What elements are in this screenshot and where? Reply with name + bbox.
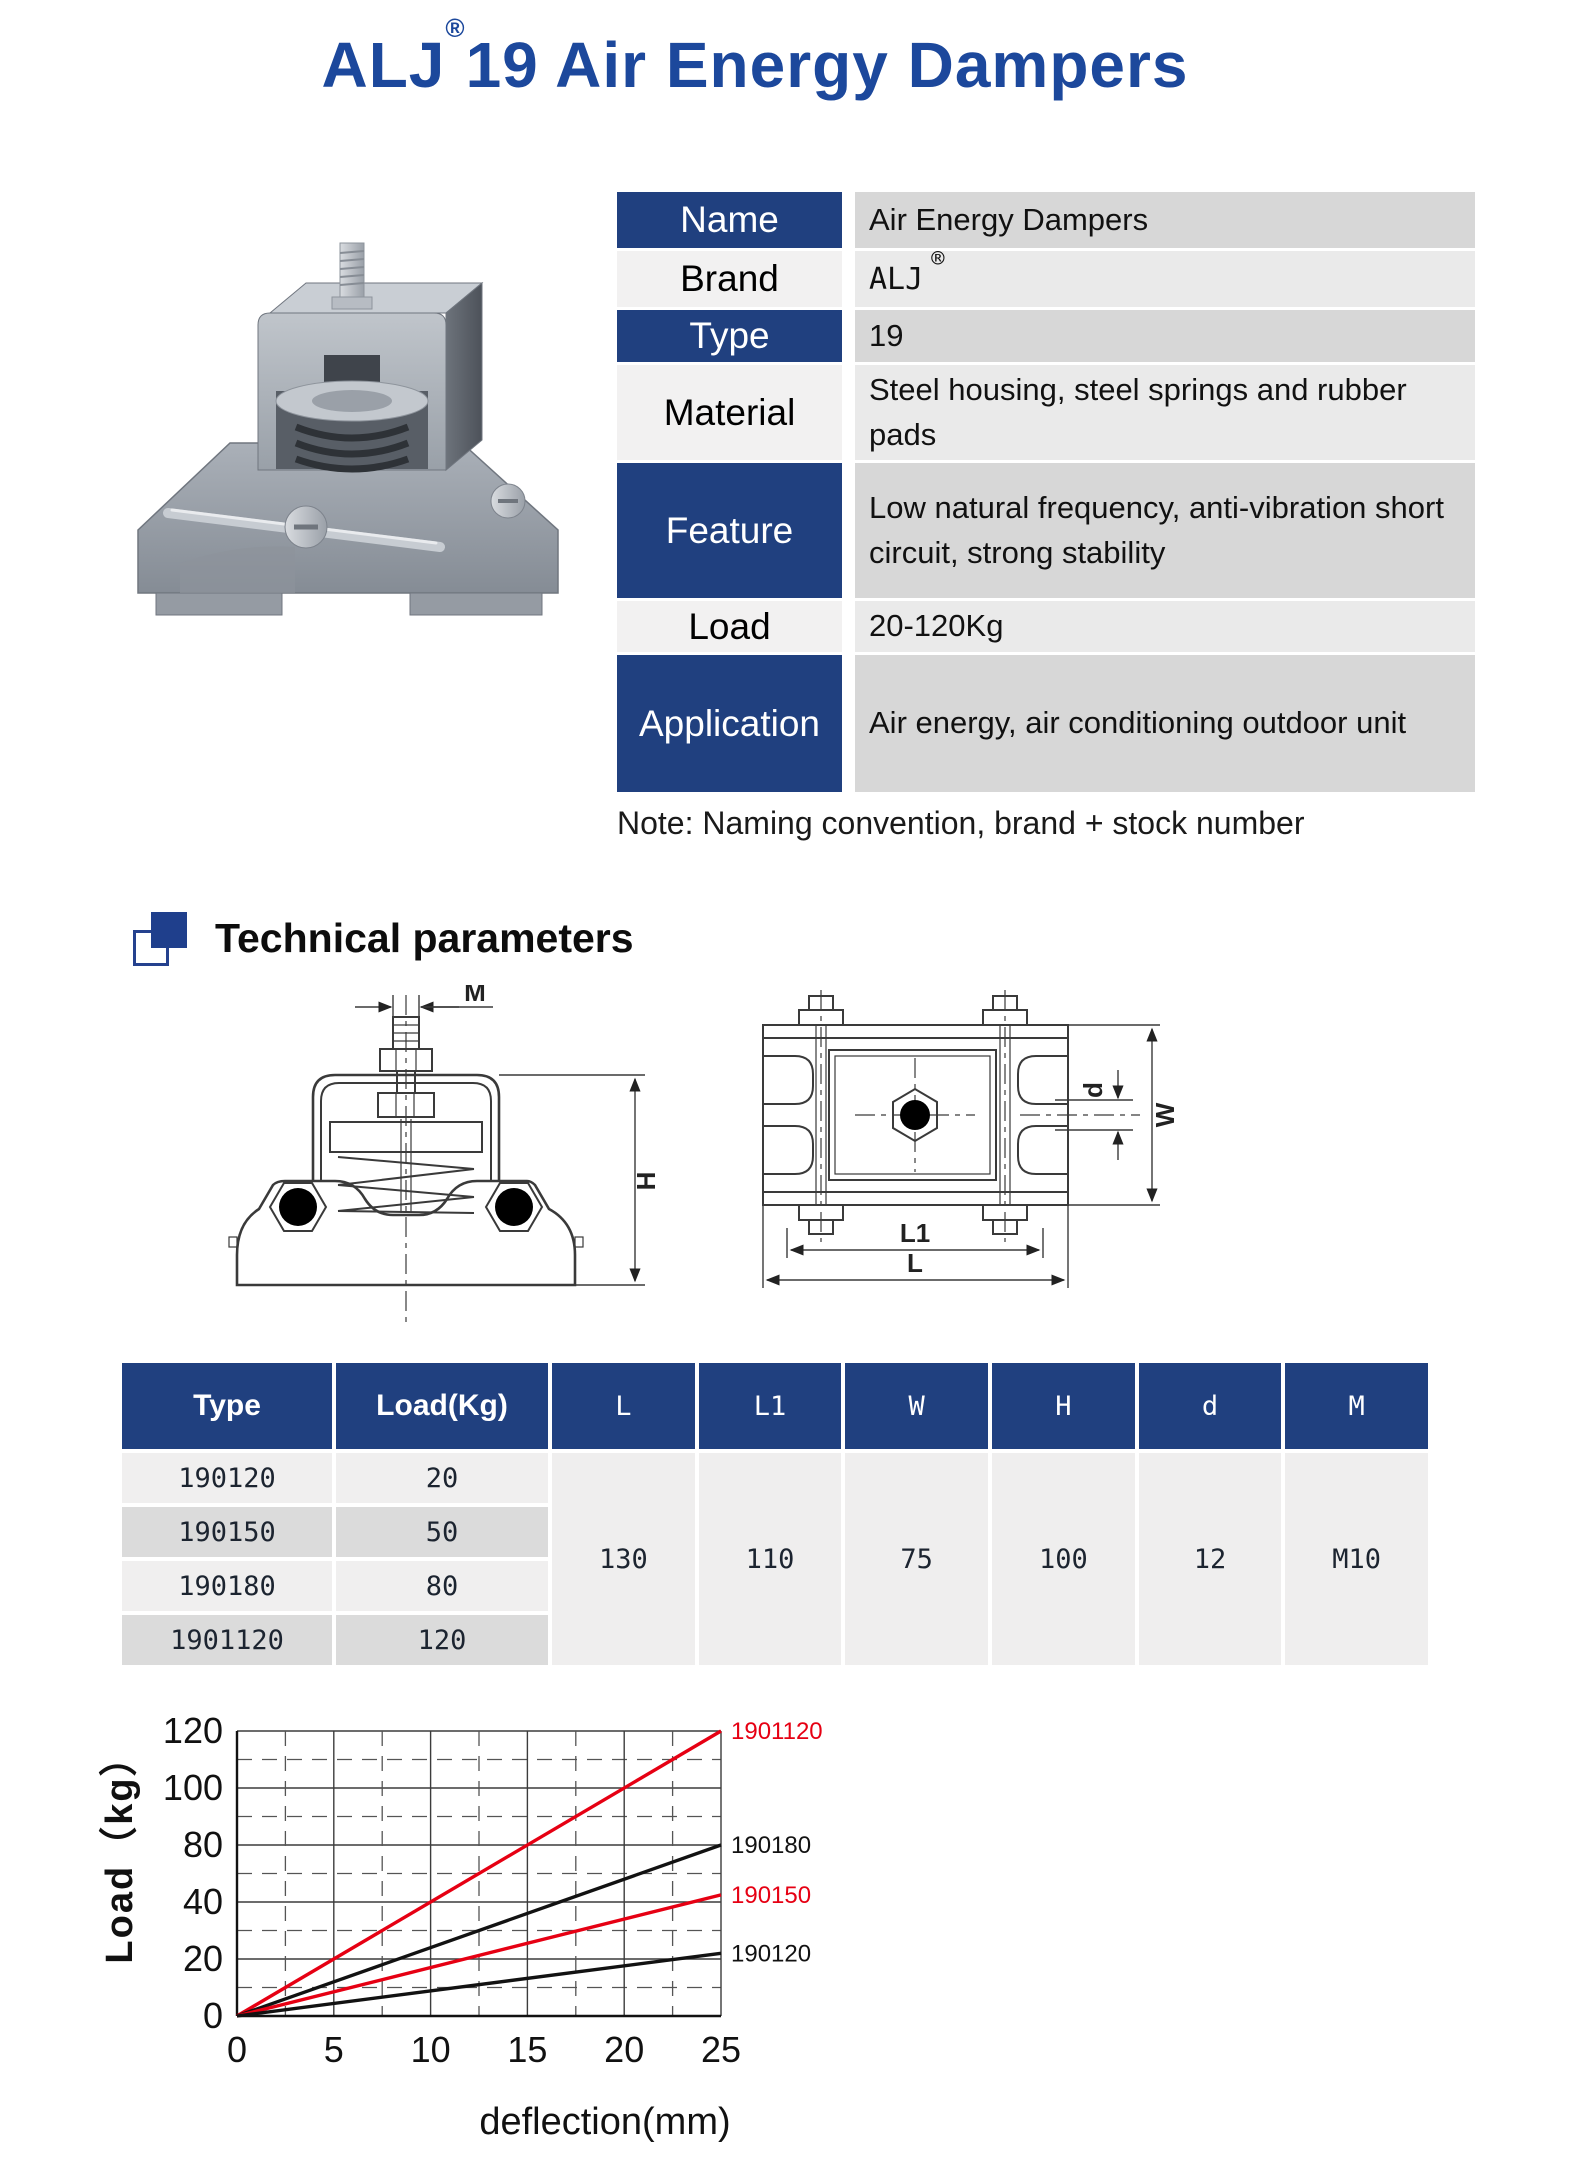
dim-label-l1: L1 bbox=[900, 1218, 930, 1248]
params-header-type: Type bbox=[122, 1363, 332, 1449]
registered-mark-icon: ® bbox=[445, 12, 466, 43]
spec-value-type: 19 bbox=[855, 310, 1475, 362]
x-tick-label: 5 bbox=[324, 2029, 344, 2070]
params-header-load: Load(Kg) bbox=[336, 1363, 548, 1449]
params-merged-h: 100 bbox=[992, 1453, 1135, 1665]
spec-value-brand: ALJ ® bbox=[855, 247, 1475, 307]
params-table: Type Load(Kg) L L1 W H d M 190120 20 130… bbox=[122, 1363, 1428, 1665]
spec-label-name: Name bbox=[617, 192, 842, 248]
spec-label-type: Type bbox=[617, 310, 842, 362]
params-header-l: L bbox=[552, 1363, 695, 1449]
square-fill-icon bbox=[151, 912, 187, 948]
y-tick-label: 80 bbox=[183, 1824, 223, 1865]
params-merged-d: 12 bbox=[1138, 1453, 1282, 1665]
chart-canvas: 0 20 40 80 100 120 0 5 10 15 20 25 Load（kg） deflectio… bbox=[99, 1710, 823, 2143]
spec-label-feature: Feature bbox=[617, 463, 842, 598]
params-row-type: 190180 bbox=[122, 1561, 332, 1611]
y-tick-label: 0 bbox=[203, 1995, 223, 2036]
title-brand: ALJ bbox=[321, 29, 446, 101]
series-label-190150: 190150 bbox=[731, 1882, 811, 1909]
params-header-m: M bbox=[1285, 1363, 1428, 1449]
title-rest: 19 Air Energy Dampers bbox=[465, 29, 1189, 101]
spec-value-material: Steel housing, steel springs and rubber … bbox=[855, 365, 1475, 460]
params-row-load: 20 bbox=[336, 1453, 548, 1503]
spec-value-feature: Low natural frequency, anti-vibration sh… bbox=[855, 463, 1475, 598]
load-deflection-chart: 0 20 40 80 100 120 0 5 10 15 20 25 Load（kg） deflectio… bbox=[78, 1700, 908, 2176]
dim-label-m: M bbox=[464, 985, 486, 1007]
params-header-h: H bbox=[992, 1363, 1135, 1449]
spec-value-application: Air energy, air conditioning outdoor uni… bbox=[855, 655, 1475, 792]
params-header-d: d bbox=[1138, 1363, 1282, 1449]
dim-label-d: d bbox=[1078, 1082, 1108, 1098]
series-label-1901120: 1901120 bbox=[731, 1718, 823, 1745]
series-line-190120 bbox=[236, 1951, 722, 2018]
section-heading-text: Technical parameters bbox=[215, 914, 634, 961]
dim-label-l: L bbox=[907, 1248, 923, 1278]
params-row-load: 50 bbox=[336, 1507, 548, 1557]
spec-value-name: Air Energy Dampers bbox=[855, 192, 1475, 248]
brand-registered-icon: ® bbox=[931, 247, 945, 273]
damper-stud bbox=[331, 242, 373, 310]
y-tick-label: 120 bbox=[163, 1710, 223, 1751]
series-label-190180: 190180 bbox=[731, 1832, 811, 1859]
spec-label-load: Load bbox=[617, 601, 842, 652]
params-row-type: 190120 bbox=[122, 1453, 332, 1503]
params-merged-l: 130 bbox=[552, 1453, 695, 1665]
double-square-icon bbox=[133, 908, 195, 968]
front-view-drawing: M H bbox=[228, 985, 661, 1325]
spec-label-brand: Brand bbox=[617, 251, 842, 307]
series-label-190120: 190120 bbox=[731, 1940, 811, 1967]
series-line-1901120 bbox=[236, 1729, 722, 2018]
x-tick-label: 0 bbox=[227, 2029, 247, 2070]
spec-label-application: Application bbox=[617, 655, 842, 792]
dim-label-h: H bbox=[631, 1172, 661, 1191]
x-axis-title: deflection(mm) bbox=[479, 2101, 730, 2143]
section-heading: Technical parameters bbox=[133, 908, 634, 968]
params-merged-l1: 110 bbox=[698, 1453, 842, 1665]
spec-table: Name Air Energy Dampers Brand ALJ® Type … bbox=[617, 192, 1475, 792]
params-merged-m: M10 bbox=[1285, 1453, 1428, 1665]
y-tick-label: 40 bbox=[183, 1881, 223, 1922]
base-bolts bbox=[284, 483, 526, 549]
spec-value-load: 20-120Kg bbox=[855, 601, 1475, 652]
params-row-type: 1901120 bbox=[122, 1615, 332, 1665]
x-tick-label: 25 bbox=[701, 2029, 741, 2070]
series-line-190180 bbox=[236, 1843, 722, 2018]
y-tick-label: 20 bbox=[183, 1938, 223, 1979]
y-tick-label: 100 bbox=[163, 1767, 223, 1808]
x-tick-label: 20 bbox=[604, 2029, 644, 2070]
params-row-type: 190150 bbox=[122, 1507, 332, 1557]
top-view-drawing: W d L1 L bbox=[762, 990, 1180, 1288]
params-row-load: 80 bbox=[336, 1561, 548, 1611]
page-title: ALJ®19 Air Energy Dampers bbox=[0, 13, 1510, 102]
naming-note: Note: Naming convention, brand + stock n… bbox=[617, 805, 1305, 841]
y-axis-title: Load（kg） bbox=[99, 1736, 141, 1963]
series-line-190150 bbox=[236, 1893, 722, 2018]
damper-housing bbox=[257, 281, 484, 473]
product-photo bbox=[137, 242, 559, 616]
params-header-w: W bbox=[845, 1363, 988, 1449]
params-merged-w: 75 bbox=[845, 1453, 988, 1665]
params-header-l1: L1 bbox=[698, 1363, 842, 1449]
params-row-load: 120 bbox=[336, 1615, 548, 1665]
spec-label-material: Material bbox=[617, 365, 842, 460]
x-tick-label: 10 bbox=[411, 2029, 451, 2070]
x-tick-label: 15 bbox=[507, 2029, 547, 2070]
dim-label-w: W bbox=[1150, 1102, 1180, 1127]
brand-text: ALJ bbox=[869, 262, 924, 298]
